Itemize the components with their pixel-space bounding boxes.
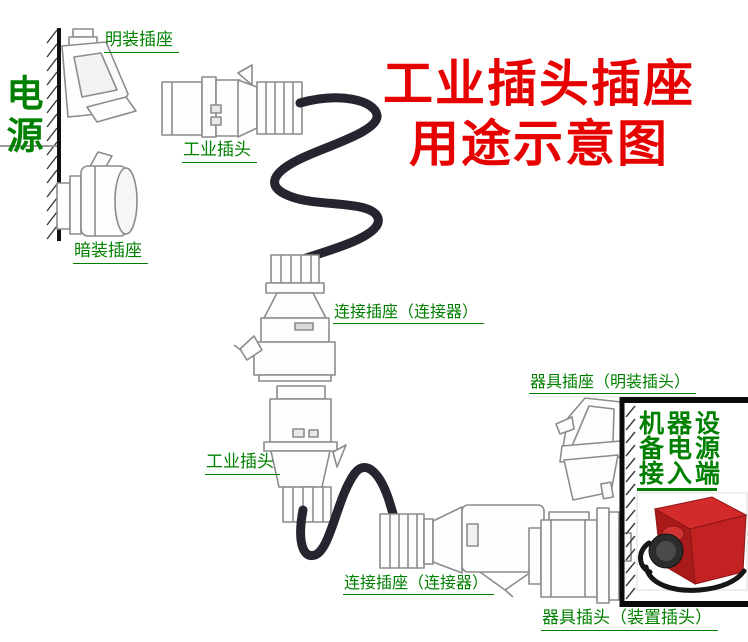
appliance-plug-label: 器具插头（装置插头） bbox=[541, 609, 718, 631]
title-line2: 用途示意图 bbox=[409, 115, 669, 173]
industrial-plug-top-drawing bbox=[161, 64, 303, 138]
appliance-socket-label: 器具插座（明装插头） bbox=[529, 373, 697, 394]
industrial-plug-bottom-label: 工业插头 bbox=[205, 453, 280, 475]
industrial-plug-top-label: 工业插头 bbox=[182, 141, 257, 163]
machine-terminal-line3: 接入端 bbox=[639, 459, 724, 488]
connector-bottom-label: 连接插座（连接器） bbox=[343, 574, 495, 595]
flush-socket-label: 暗装插座 bbox=[73, 242, 148, 264]
connector-bottom-drawing bbox=[379, 504, 545, 598]
spiral-cable bbox=[270, 93, 383, 263]
appliance-plug-drawing bbox=[528, 507, 632, 604]
flush-socket-drawing bbox=[56, 151, 138, 237]
machine-terminal-line1: 机器设 bbox=[639, 409, 724, 438]
surface-socket-label: 明装插座 bbox=[104, 31, 179, 53]
connector-top-label: 连接插座（连接器） bbox=[333, 303, 485, 324]
diagram-title: 工业插头插座 用途示意图 bbox=[378, 54, 700, 174]
title-line1: 工业插头插座 bbox=[383, 55, 695, 113]
right-wall-frame bbox=[619, 397, 748, 607]
machine-terminal-underline bbox=[637, 488, 717, 491]
machine-photo bbox=[636, 492, 748, 593]
power-source-label: 电源 bbox=[0, 74, 44, 158]
connector-top-drawing bbox=[233, 254, 336, 382]
machine-terminal-line2: 备电源 bbox=[639, 434, 724, 463]
industrial-plug-bottom-drawing bbox=[263, 385, 347, 523]
appliance-socket-drawing bbox=[555, 397, 623, 501]
surface-socket-drawing bbox=[61, 28, 137, 123]
machine-terminal-label: 机器设 备电源 接入端 bbox=[639, 411, 723, 486]
